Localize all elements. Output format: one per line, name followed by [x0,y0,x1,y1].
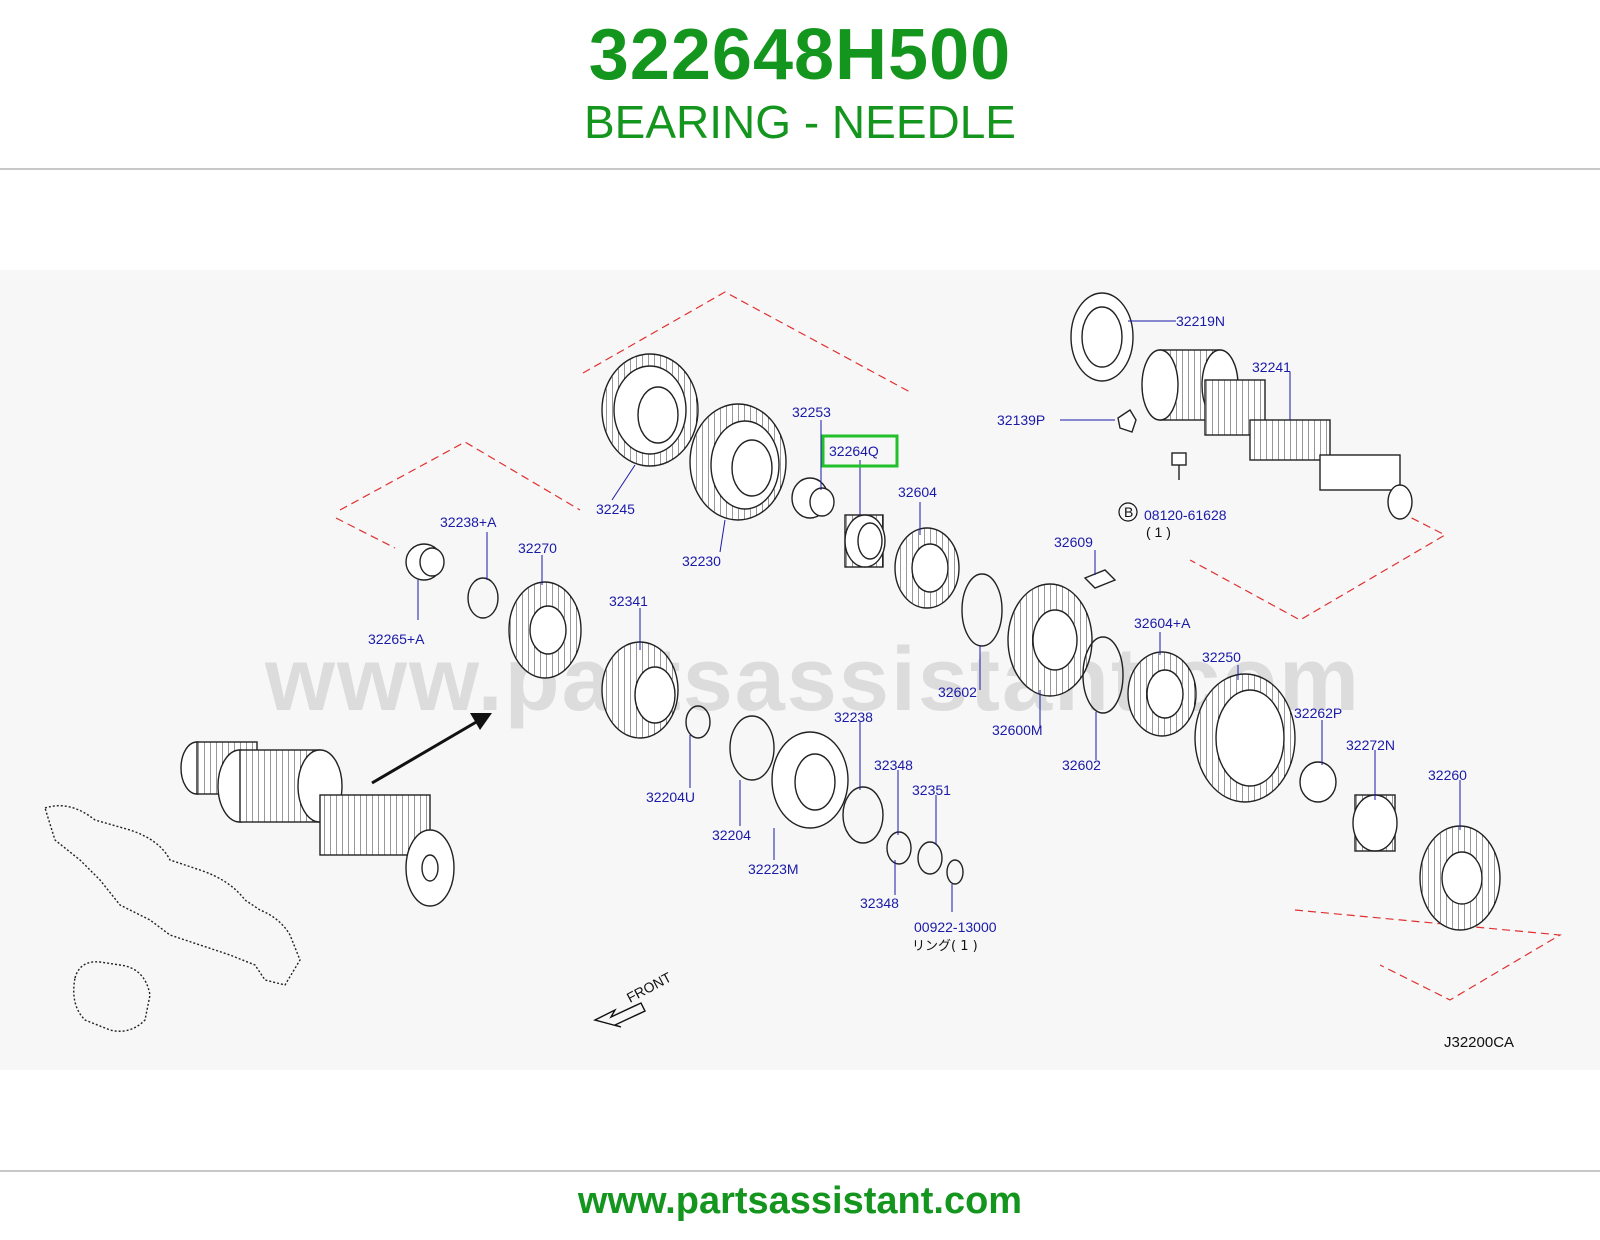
label-32351[interactable]: 32351 [912,782,951,798]
label-32260[interactable]: 32260 [1428,767,1467,783]
label-32264Q-highlighted[interactable]: 32264Q [829,443,879,459]
label-32230[interactable]: 32230 [682,553,721,569]
parts-diagram: www.partsassistant.com [0,270,1600,1070]
label-32238-A[interactable]: 32238+A [440,514,497,530]
label-32600M[interactable]: 32600M [992,722,1043,738]
part-drawings [405,292,1501,1028]
front-label: FRONT [624,969,674,1006]
label-32219N[interactable]: 32219N [1176,313,1225,329]
label-32602-a[interactable]: 32602 [938,684,977,700]
label-00922-japanese: リング( 1 ) [912,939,978,954]
reference-b-icon [1118,502,1138,522]
label-32245[interactable]: 32245 [596,501,635,517]
direction-arrow [371,713,492,785]
label-32348-a[interactable]: 32348 [874,757,913,773]
label-32238[interactable]: 32238 [834,709,873,725]
label-32609[interactable]: 32609 [1054,534,1093,550]
label-32204U[interactable]: 32204U [646,789,695,805]
label-32250[interactable]: 32250 [1202,649,1241,665]
label-32604-A[interactable]: 32604+A [1134,615,1191,631]
mainshaft-assembly-drawing [44,741,455,1032]
assembly-boundary-lines [335,291,1562,1001]
label-32341[interactable]: 32341 [609,593,648,609]
label-32604[interactable]: 32604 [898,484,937,500]
label-32270[interactable]: 32270 [518,540,557,556]
page-header: 322648H500 BEARING - NEEDLE [0,0,1600,170]
label-32223M[interactable]: 32223M [748,861,799,877]
label-32253[interactable]: 32253 [792,404,831,420]
header-divider [0,168,1600,170]
label-32262P[interactable]: 32262P [1294,705,1342,721]
label-32204[interactable]: 32204 [712,827,751,843]
label-00922-13000[interactable]: 00922-13000 [914,919,997,935]
footer-divider [0,1170,1600,1172]
diagram-code: J32200CA [1444,1034,1514,1051]
footer-url[interactable]: www.partsassistant.com [577,1180,1023,1222]
label-08120-qty: ( 1 ) [1146,524,1171,540]
label-32139P[interactable]: 32139P [997,412,1045,428]
highlight-box [821,434,899,468]
leader-lines [417,320,1461,912]
label-08120-61628[interactable]: 08120-61628 [1144,507,1227,523]
label-32602-b[interactable]: 32602 [1062,757,1101,773]
label-32265-A[interactable]: 32265+A [368,631,425,647]
label-b-reference: B [1124,504,1133,520]
label-32272N[interactable]: 32272N [1346,737,1395,753]
label-32348-b[interactable]: 32348 [860,895,899,911]
watermark-text: www.partsassistant.com [264,630,1361,730]
exploded-view-svg: www.partsassistant.com [44,291,1562,1051]
part-number: 322648H500 [588,15,1012,95]
label-32241[interactable]: 32241 [1252,359,1291,375]
part-name: BEARING - NEEDLE [584,96,1016,148]
